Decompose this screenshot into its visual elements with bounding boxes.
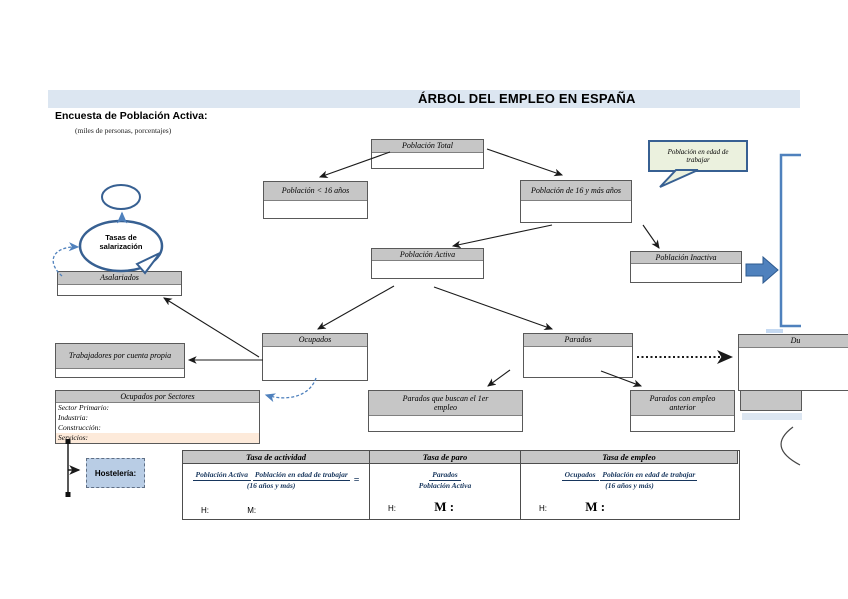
- cloud-label: Tasas de salarización: [99, 233, 143, 251]
- box-label: Trabajadores por cuenta propia: [68, 351, 172, 361]
- sector-row-industria: Industria:: [58, 413, 88, 422]
- box-label: Ocupados: [298, 335, 332, 345]
- box-value-empty: [58, 285, 181, 295]
- arrow-16mas-to-activa: [451, 224, 553, 249]
- equals-sign: =: [353, 475, 360, 487]
- box-value-empty: [264, 201, 367, 218]
- box-label: Población Inactiva: [655, 252, 717, 262]
- formula-empleo: Ocupados Población en edad de trabajar (…: [561, 470, 698, 491]
- box-label: Parados: [564, 335, 592, 345]
- formula-denominator: Población en edad de trabajar: [252, 470, 350, 482]
- box-parados: Parados: [523, 333, 633, 378]
- box-label: Parados con empleo anterior: [649, 393, 716, 412]
- box-value-empty: [263, 347, 367, 380]
- box-poblacion-total: Población Total: [371, 139, 484, 169]
- hosteleria-box: Hostelería:: [86, 458, 145, 488]
- box-label: Asalariados: [100, 273, 139, 283]
- survey-title: Encuesta de Población Activa:: [55, 110, 208, 122]
- hosteleria-label: Hostelería:: [94, 468, 137, 478]
- box-value-empty: [372, 261, 483, 278]
- arrow-16mas-to-inactiva: [642, 224, 660, 249]
- arrow-total-to-16mas: [486, 148, 564, 177]
- h-label: H:: [539, 504, 547, 513]
- rates-table: Tasa de actividad Tasa de paro Tasa de e…: [182, 450, 740, 520]
- sector-row-primario: Sector Primario:: [58, 403, 110, 412]
- formula-denominator: Población en edad de trabajar: [600, 470, 698, 482]
- box-poblacion-16-mas: Población de 16 y más años: [520, 180, 632, 223]
- box-value-empty: [369, 416, 522, 431]
- box-value-empty: [524, 347, 632, 377]
- h-label: H:: [388, 504, 396, 513]
- callout-poblacion-edad-trabajar: Población en edad de trabajar: [648, 140, 748, 172]
- formula-numerator: Ocupados: [561, 470, 599, 482]
- box-label: Población Activa: [399, 249, 456, 259]
- blue-strip: [742, 413, 802, 420]
- blue-block-arrow: [745, 255, 779, 285]
- title-band: [48, 90, 800, 108]
- hm-row: H: M :: [521, 499, 738, 515]
- box-asalariados: Asalariados: [57, 271, 182, 296]
- callout-tail: [659, 169, 699, 188]
- m-label: M :: [585, 499, 606, 514]
- formula-paro: Parados Población Activa: [417, 470, 473, 491]
- rate-cell-paro: Parados Población Activa H: M :: [370, 464, 521, 519]
- box-value-empty: [372, 153, 483, 168]
- rate-header-actividad: Tasa de actividad: [183, 451, 370, 464]
- box-value-empty: [631, 264, 741, 282]
- box-parados-primer-empleo: Parados que buscan el 1er empleo: [368, 390, 523, 432]
- box-label: Población de 16 y más años: [531, 185, 621, 195]
- box-parados-empleo-anterior: Parados con empleo anterior: [630, 390, 735, 432]
- box-value-empty: [631, 416, 734, 431]
- gray-block: [740, 390, 802, 411]
- cloud-notch: [135, 252, 161, 275]
- hm-row: H: M:: [183, 506, 369, 515]
- box-ocupados: Ocupados: [262, 333, 368, 381]
- rate-header-empleo: Tasa de empleo: [521, 451, 738, 464]
- connector-handle-bottom: [65, 492, 71, 497]
- rate-header-paro: Tasa de paro: [370, 451, 521, 464]
- blue-bracket: [779, 153, 801, 328]
- servicios-connector: [65, 439, 81, 497]
- box-label: Ocupados por Sectores: [120, 391, 195, 401]
- box-value-empty: [739, 348, 848, 390]
- arrow-parados-to-primer-empleo: [487, 369, 511, 387]
- formula-denominator-note: (16 años y más): [605, 481, 654, 491]
- box-label: Población Total: [401, 141, 454, 151]
- formula-numerator: Población Activa: [192, 470, 251, 482]
- formula-denominator: Población Activa: [418, 481, 472, 491]
- rate-cell-empleo: Ocupados Población en edad de trabajar (…: [521, 464, 738, 519]
- ellipse-shape: [101, 184, 141, 210]
- h-label: H:: [201, 506, 209, 515]
- box-poblacion-menor-16: Población < 16 años: [263, 181, 368, 219]
- formula-numerator: Parados: [429, 470, 461, 482]
- box-duracion-clipped: Du: [738, 334, 848, 391]
- arrow-activa-to-ocupados: [317, 285, 395, 330]
- box-value-empty: [56, 369, 184, 377]
- hm-row: H: M :: [370, 499, 520, 515]
- box-ocupados-por-sectores: Ocupados por Sectores Sector Primario: I…: [55, 390, 260, 444]
- page-title: ÁRBOL DEL EMPLEO EN ESPAÑA: [418, 91, 636, 106]
- m-label: M:: [247, 506, 257, 515]
- box-poblacion-inactiva: Población Inactiva: [630, 251, 742, 283]
- blue-strip-small: [766, 329, 783, 333]
- arrow-activa-to-parados: [433, 286, 554, 331]
- box-label: Población < 16 años: [281, 186, 350, 196]
- box-label: Parados que buscan el 1er empleo: [402, 393, 489, 412]
- box-trabajadores-cuenta-propia: Trabajadores por cuenta propia: [55, 343, 185, 378]
- box-poblacion-activa: Población Activa: [371, 248, 484, 279]
- survey-note: (miles de personas, porcentajes): [75, 126, 172, 135]
- sector-row-servicios: Servicios:: [56, 433, 259, 443]
- m-label: M :: [434, 499, 455, 514]
- box-label: Du: [790, 336, 801, 346]
- formula-actividad: Población Activa Población en edad de tr…: [192, 470, 350, 491]
- rate-cell-actividad: Población Activa Población en edad de tr…: [183, 464, 370, 519]
- callout-label: Población en edad de trabajar: [667, 148, 729, 164]
- box-value-empty: [521, 201, 631, 222]
- formula-denominator-note: (16 años y más): [246, 481, 296, 491]
- sector-row-construccion: Construcción:: [58, 423, 101, 432]
- arc-shape: [780, 426, 801, 466]
